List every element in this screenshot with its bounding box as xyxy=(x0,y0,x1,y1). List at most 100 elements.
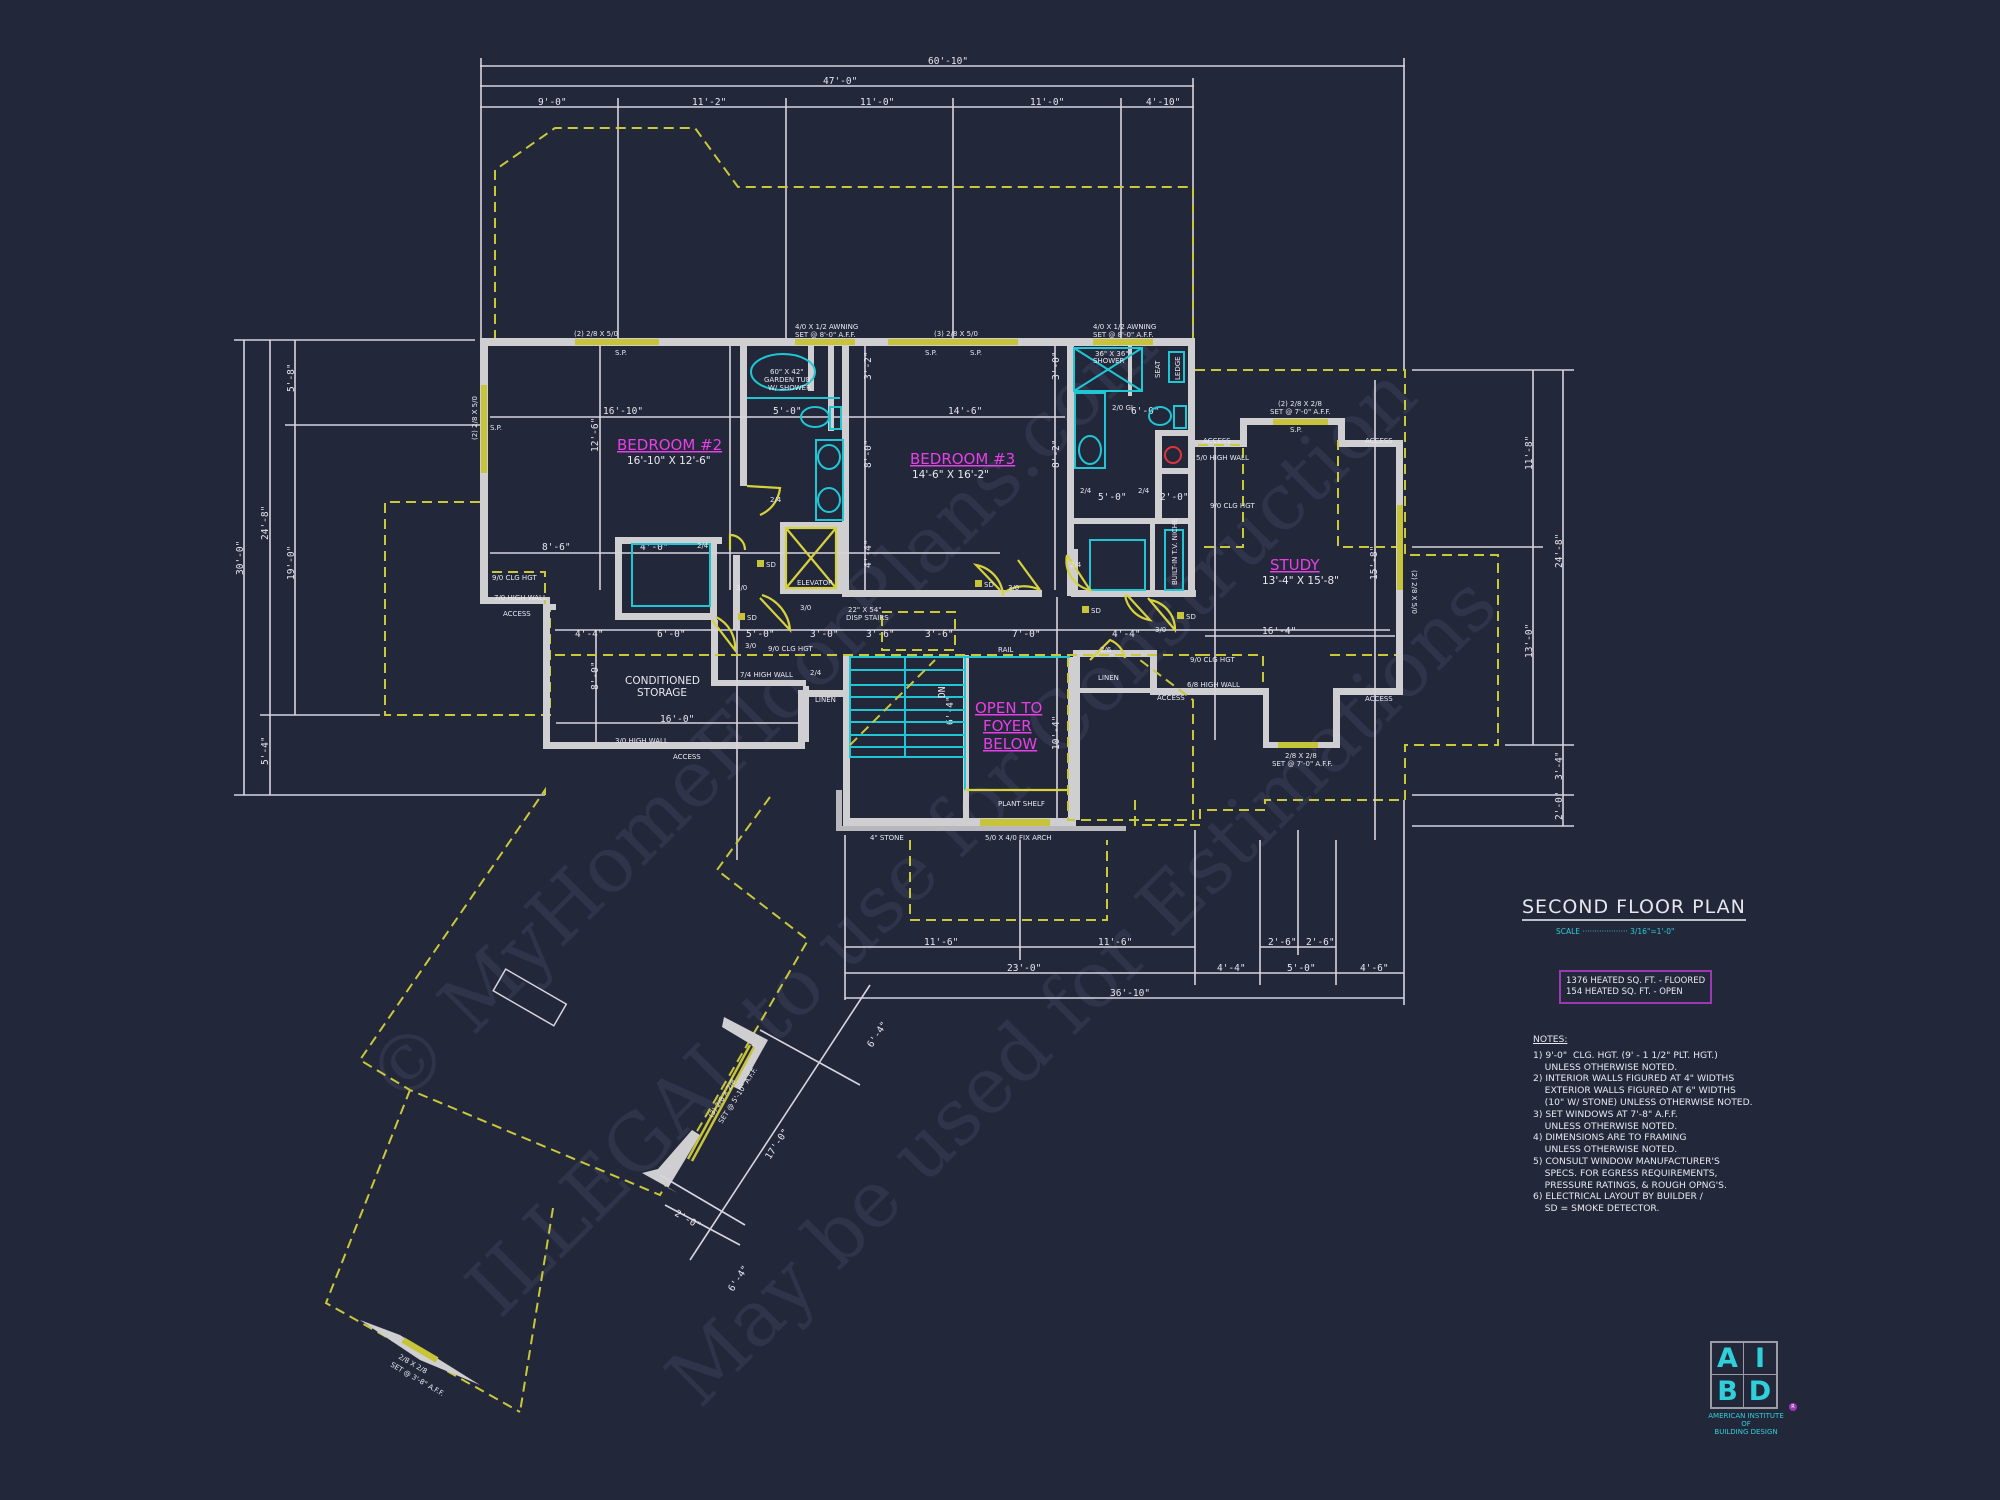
note-line: 5) CONSULT WINDOW MANUFACTURER'S xyxy=(1533,1155,1720,1167)
dim-top-seg-1: 9'-0" xyxy=(538,97,567,108)
door-label: 3/0 xyxy=(1155,626,1166,634)
door-label: 2/6 xyxy=(1100,646,1112,654)
room-conditioned-storage-2: STORAGE xyxy=(637,687,687,699)
dim-hall-4-4: 4'-4" xyxy=(575,629,604,640)
dim-study-16-4: 16'-4" xyxy=(1262,626,1296,637)
high-wall-label: 5/0 HIGH WALL xyxy=(1196,454,1249,462)
smoke-detector-icon xyxy=(1177,612,1184,619)
disp-stairs-label: DISP STAIRS xyxy=(846,614,889,622)
dim-angled-17: 17'-0" xyxy=(763,1127,791,1162)
left-dimensions: 30'-0" 24'-8" 19'-0" 5'-8" 5'-4" xyxy=(234,339,545,796)
sp-label: S.P. xyxy=(1290,426,1302,434)
dim-bottom-11-6b: 11'-6" xyxy=(1098,937,1132,948)
dim-right-3-4: 3'-4" xyxy=(1554,751,1565,780)
disp-stairs-label: 22" X 54" xyxy=(848,606,882,614)
glass-label: 2/0 GL xyxy=(1112,404,1135,412)
dim-b3-3-2: 3'-2" xyxy=(863,351,874,380)
roof-outline-dashed xyxy=(384,127,1499,921)
dim-top-overall: 60'-10" xyxy=(928,56,968,67)
elevator-label: ELEVATOR xyxy=(797,579,833,587)
interior-dimensions: 16'-10" 12'-6" 8'-6" 4'-0" 5'-0" 14'-6" … xyxy=(490,346,1395,860)
door-label: 2/4 xyxy=(770,496,782,504)
dim-bottom-36-10: 36'-10" xyxy=(1110,988,1150,999)
bath-fixtures xyxy=(631,347,1187,607)
dim-top-seg-3: 11'-0" xyxy=(860,97,894,108)
door-label: 3/0 xyxy=(800,604,811,612)
plan-title: SECOND FLOOR PLAN xyxy=(1522,896,1746,921)
room-labels: BEDROOM #2 16'-10" X 12'-6" BEDROOM #3 1… xyxy=(617,436,1339,753)
dim-b3-width: 14'-6" xyxy=(948,406,982,417)
note-line: EXTERIOR WALLS FIGURED AT 6" WIDTHS xyxy=(1533,1085,1736,1097)
room-open-to-foyer-3: BELOW xyxy=(983,735,1037,753)
door-label: 2/4 xyxy=(697,542,709,550)
fix-arch-label: 5/0 X 4/0 FIX ARCH xyxy=(985,834,1052,842)
doors xyxy=(711,484,1177,661)
notes-title: NOTES: xyxy=(1533,1034,1568,1045)
dim-right-24-8: 24'-8" xyxy=(1554,534,1565,568)
logo-letter-i: I xyxy=(1744,1343,1776,1375)
dim-mb-6-0: 6'-0" xyxy=(1131,406,1160,417)
dim-hall-7-0: 7'-0" xyxy=(1012,629,1041,640)
logo-letter-b: B xyxy=(1712,1375,1744,1407)
note-line: UNLESS OTHERWISE NOTED. xyxy=(1533,1144,1678,1156)
dim-bottom-2-6a: 2'-6" xyxy=(1268,937,1297,948)
smoke-detector-icon xyxy=(1082,606,1089,613)
smoke-detectors: SD SD SD SD SD xyxy=(738,560,1196,622)
area-floored: 1376 HEATED SQ. FT. - FLOORED xyxy=(1566,976,1706,986)
note-line: SPECS. FOR EGRESS REQUIREMENTS, xyxy=(1533,1167,1718,1179)
dim-right-13: 13'-0" xyxy=(1524,624,1535,658)
dim-cs-8-0: 8'-0" xyxy=(590,661,601,690)
ceiling-regions-dashed xyxy=(492,440,1396,821)
dim-angled-2-0: 2'-0" xyxy=(673,1208,703,1232)
seat-label: SEAT xyxy=(1154,360,1162,378)
access-label: ACCESS xyxy=(1203,437,1231,445)
sp-label: S.P. xyxy=(925,349,937,357)
dim-left-overall: 30'-0" xyxy=(235,541,246,575)
room-conditioned-storage-1: CONDITIONED xyxy=(625,675,700,687)
ceiling-height-label: 9/0 CLG HGT xyxy=(1210,502,1255,510)
dim-bottom-5: 5'-0" xyxy=(1287,963,1316,974)
window-label: 4/0 X 1/2 AWNING xyxy=(795,323,858,331)
dim-b3-3-0: 3'-0" xyxy=(1051,351,1062,380)
title-block: SECOND FLOOR PLAN SCALE ················… xyxy=(1522,896,1822,936)
sp-label: S.P. xyxy=(490,424,502,432)
dim-left-19: 19'-0" xyxy=(286,546,297,580)
smoke-detector-icon xyxy=(738,613,745,620)
dim-bottom-4-4: 4'-4" xyxy=(1217,963,1246,974)
dim-b2-8-6: 8'-6" xyxy=(542,542,571,553)
plan-scale: SCALE ··················· 3/16"=1'-0" xyxy=(1556,927,1675,936)
stairs: DN xyxy=(849,656,1070,792)
area-open: 154 HEATED SQ. FT. - OPEN xyxy=(1566,987,1683,997)
stair-dn-label: DN xyxy=(937,686,948,698)
sd-label: SD xyxy=(747,614,757,622)
sp-label: S.P. xyxy=(615,349,627,357)
logo-name: AMERICAN INSTITUTE OF BUILDING DESIGN xyxy=(1671,1412,1821,1436)
registered-icon: R xyxy=(1789,1403,1797,1411)
plan-annotations: (2) 2/8 X 5/0 S.P. 4/0 X 1/2 AWNING SET … xyxy=(471,323,1418,842)
note-line: 2) INTERIOR WALLS FIGURED AT 4" WIDTHS xyxy=(1533,1073,1735,1085)
high-wall-label: 6/8 HIGH WALL xyxy=(1187,681,1240,689)
door-label: 2/4 xyxy=(1138,487,1150,495)
note-line: PRESSURE RATINGS, & ROUGH OPNG'S. xyxy=(1533,1179,1727,1191)
dim-b3-8-2: 8'-2" xyxy=(1051,439,1062,468)
door-label: 3/0 xyxy=(1008,584,1019,592)
note-line: UNLESS OTHERWISE NOTED. xyxy=(1533,1120,1678,1132)
door-label: 2/4 xyxy=(810,669,822,677)
dim-top-seg-5: 4'-10" xyxy=(1146,97,1180,108)
note-line: (10" W/ STONE) UNLESS OTHERWISE NOTED. xyxy=(1533,1096,1753,1108)
sd-label: SD xyxy=(1091,607,1101,615)
room-open-to-foyer-2: FOYER xyxy=(983,717,1032,735)
access-label: ACCESS xyxy=(503,610,531,618)
access-label: ACCESS xyxy=(1365,437,1393,445)
logo-name-line-3: BUILDING DESIGN xyxy=(1714,1428,1778,1436)
garden-tub-label: GARDEN TUB xyxy=(764,376,811,384)
dim-b3-8-0: 8'-0" xyxy=(863,439,874,468)
garden-tub-label: W/ SHOWER xyxy=(768,384,811,392)
dim-angled-6-4a: 6'-4" xyxy=(865,1020,890,1050)
aibd-logo: A I B D R AMERICAN INSTITUTE OF BUILDING… xyxy=(1701,1341,1821,1436)
heated-area-box: 1376 HEATED SQ. FT. - FLOORED 154 HEATED… xyxy=(1559,970,1713,1004)
dim-left-5-4: 5'-4" xyxy=(260,736,271,765)
linen-label: LINEN xyxy=(815,696,836,704)
room-bedroom-3-size: 14'-6" X 16'-2" xyxy=(912,469,989,481)
